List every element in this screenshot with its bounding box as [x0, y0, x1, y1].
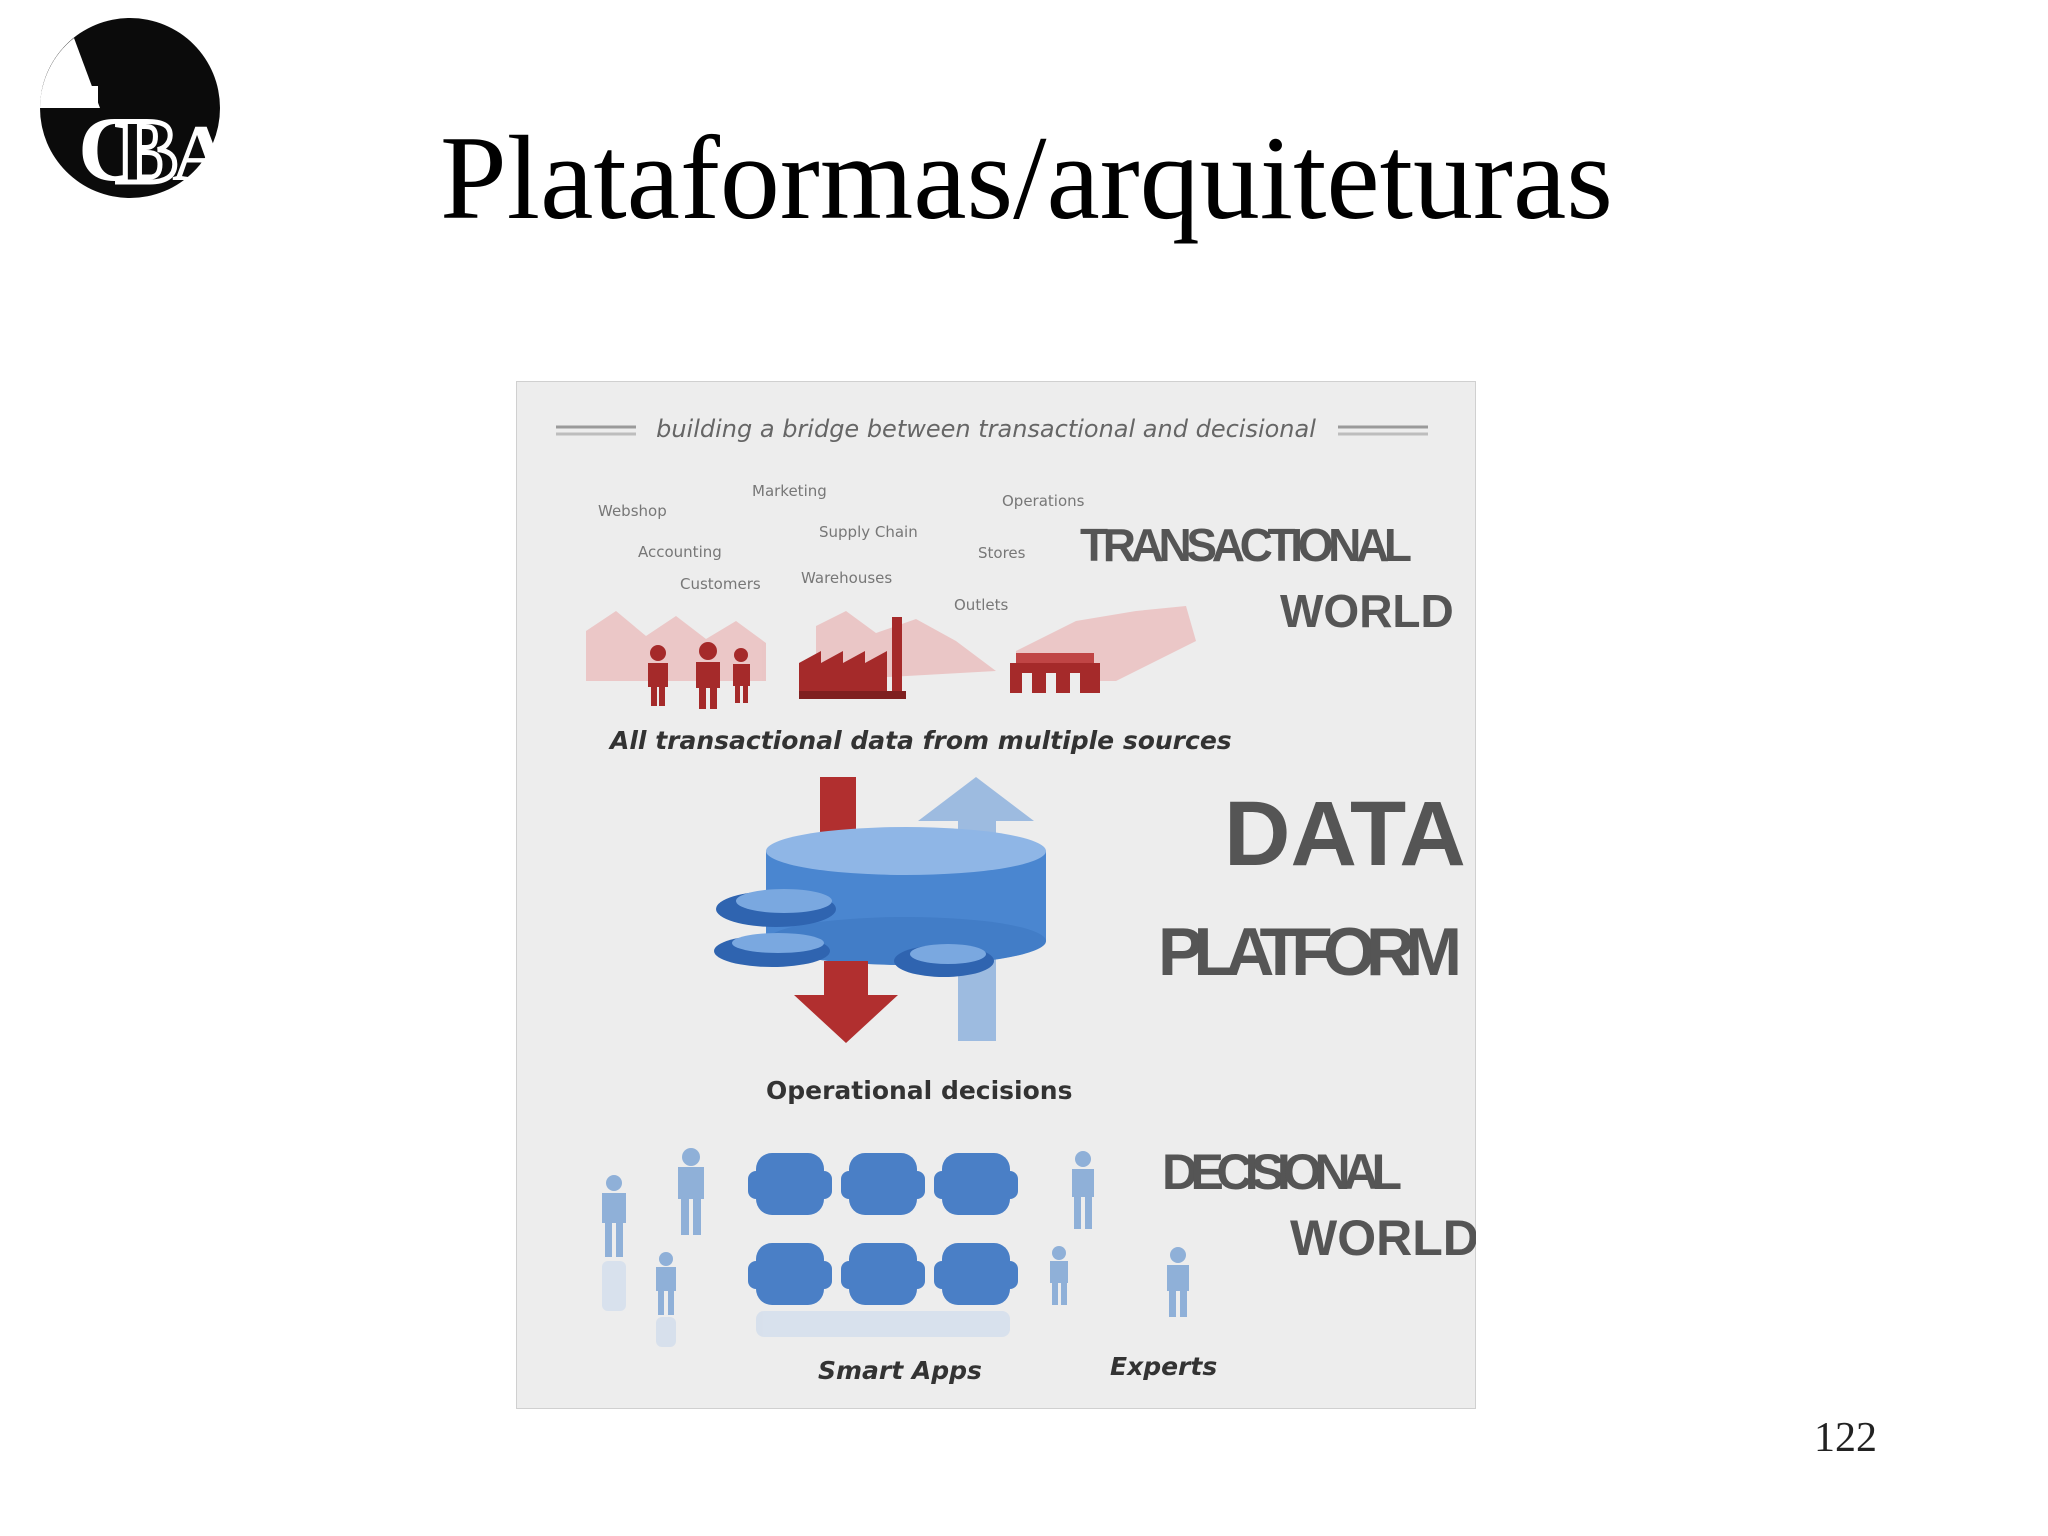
svg-text:C: C — [78, 98, 144, 200]
transactional-label-line1: TRANSACTIONAL — [1080, 519, 1412, 571]
transactional-caption: All transactional data from multiple sou… — [608, 726, 1232, 755]
source-label: Webshop — [598, 502, 667, 520]
svg-text:A: A — [172, 110, 230, 198]
transactional-label-line2: WORLD — [1280, 585, 1454, 637]
data-platform-diagram: building a bridge between transactional … — [516, 381, 1476, 1409]
slide-title: Plataformas/arquiteturas — [440, 111, 1613, 244]
page-number: 122 — [1814, 1415, 1877, 1461]
cba-logo: C B A — [30, 12, 240, 212]
store-icon — [1010, 653, 1100, 693]
decisional-people-icon — [602, 1148, 1189, 1317]
diagram-header: building a bridge between transactional … — [656, 415, 1316, 443]
source-label: Customers — [680, 575, 761, 593]
data-platform-graphic — [714, 777, 1046, 1043]
platform-label-line1: DATA — [1224, 783, 1466, 885]
svg-text:B: B — [116, 100, 177, 202]
factory-icon — [799, 617, 906, 699]
source-label: Marketing — [752, 482, 827, 500]
source-label: Outlets — [954, 596, 1008, 614]
source-label: Accounting — [638, 543, 722, 561]
operational-caption: Operational decisions — [766, 1076, 1072, 1105]
source-label: Supply Chain — [819, 523, 918, 541]
smart-apps-label: Smart Apps — [818, 1356, 982, 1385]
decisional-label-line1: DECISIONAL — [1162, 1144, 1402, 1200]
source-label: Stores — [978, 544, 1026, 562]
transactional-people-icon — [648, 642, 750, 709]
source-label: Warehouses — [801, 569, 892, 587]
experts-label: Experts — [1110, 1352, 1217, 1381]
header-rule — [556, 425, 1428, 436]
decisional-label-line2: WORLD — [1290, 1210, 1476, 1266]
smart-apps-robot-icons — [748, 1153, 1018, 1305]
robot-reflection — [602, 1261, 1010, 1347]
platform-label-line2: PLATFORM — [1158, 914, 1462, 990]
source-label: Operations — [1002, 492, 1085, 510]
